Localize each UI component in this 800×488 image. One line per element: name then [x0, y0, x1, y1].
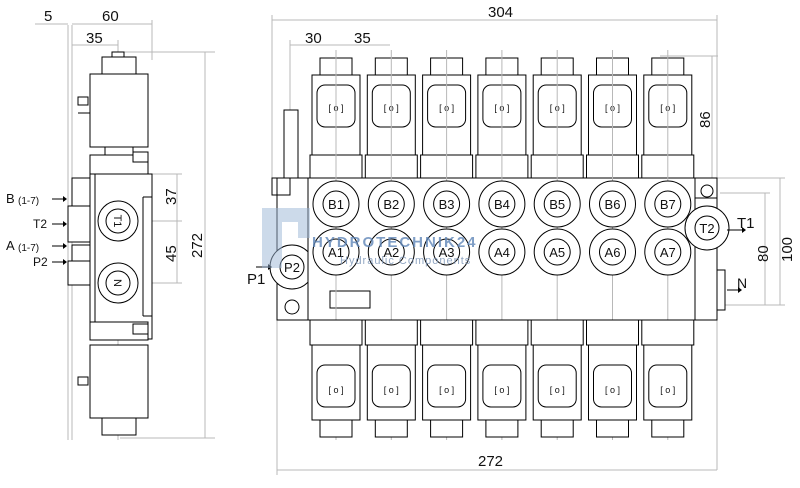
label-p1: P1 — [247, 271, 265, 288]
side-port-label: B(1-7) — [6, 191, 67, 207]
port-a: A1 — [328, 245, 344, 260]
dim-height: 272 — [189, 233, 206, 258]
dim-first-offset: 30 — [305, 30, 322, 47]
side-view: 5 60 35 37 45 272 T1 N B(1-7)T2A(1-7)P — [6, 8, 215, 440]
dim-body-width: 272 — [478, 453, 503, 470]
side-port-n: N — [111, 279, 123, 287]
port-p2: P2 — [284, 260, 300, 275]
side-port-t1: T1 — [111, 215, 123, 228]
port-a: A2 — [383, 245, 399, 260]
dim-body-height: 100 — [779, 237, 796, 262]
side-port-range: (1-7) — [18, 243, 39, 254]
port-b: B7 — [660, 197, 676, 212]
dim-width: 60 — [102, 8, 119, 25]
svg-text:[ o ]: [ o ] — [605, 385, 620, 395]
svg-text:[ o ]: [ o ] — [550, 385, 565, 395]
svg-text:[ o ]: [ o ] — [328, 385, 343, 395]
port-a: A3 — [439, 245, 455, 260]
svg-text:[ o ]: [ o ] — [384, 385, 399, 395]
port-b: B6 — [605, 197, 621, 212]
label-t1: T1 — [737, 215, 755, 232]
side-port-label: P2 — [33, 255, 67, 269]
port-a: A4 — [494, 245, 510, 260]
port-a: A5 — [549, 245, 565, 260]
dim-port-spacing: 80 — [755, 245, 772, 262]
dim-pitch: 35 — [354, 30, 371, 47]
port-b: B5 — [549, 197, 565, 212]
dim-offset: 5 — [44, 8, 52, 25]
port-b: B4 — [494, 197, 510, 212]
side-port-label: A(1-7) — [6, 238, 67, 254]
svg-text:[ o ]: [ o ] — [494, 385, 509, 395]
watermark-tagline: Hydraulic Components — [340, 255, 471, 267]
side-port-label: T2 — [33, 217, 67, 231]
dim-upper: 37 — [163, 188, 180, 205]
watermark-brand: HYDROTECHNIK24 — [312, 234, 478, 251]
side-port-name: A — [6, 238, 15, 253]
dim-lower: 45 — [163, 245, 180, 262]
label-n: N — [737, 275, 747, 291]
port-b: B3 — [439, 197, 455, 212]
dim-total-width: 304 — [488, 4, 513, 21]
port-a: A7 — [660, 245, 676, 260]
side-port-name: T2 — [33, 217, 47, 231]
svg-text:[ o ]: [ o ] — [660, 385, 675, 395]
port-t2: T2 — [699, 221, 714, 236]
side-port-range: (1-7) — [18, 196, 39, 207]
dim-axis: 35 — [86, 30, 103, 47]
svg-text:[ o ]: [ o ] — [439, 385, 454, 395]
side-port-name: P2 — [33, 255, 48, 269]
side-port-name: B — [6, 191, 15, 206]
port-b: B2 — [383, 197, 399, 212]
dim-coil-height: 86 — [697, 111, 714, 128]
watermark-logo: HYDROTECHNIK24 Hydraulic Components — [262, 208, 478, 268]
port-a: A6 — [605, 245, 621, 260]
port-b: B1 — [328, 197, 344, 212]
